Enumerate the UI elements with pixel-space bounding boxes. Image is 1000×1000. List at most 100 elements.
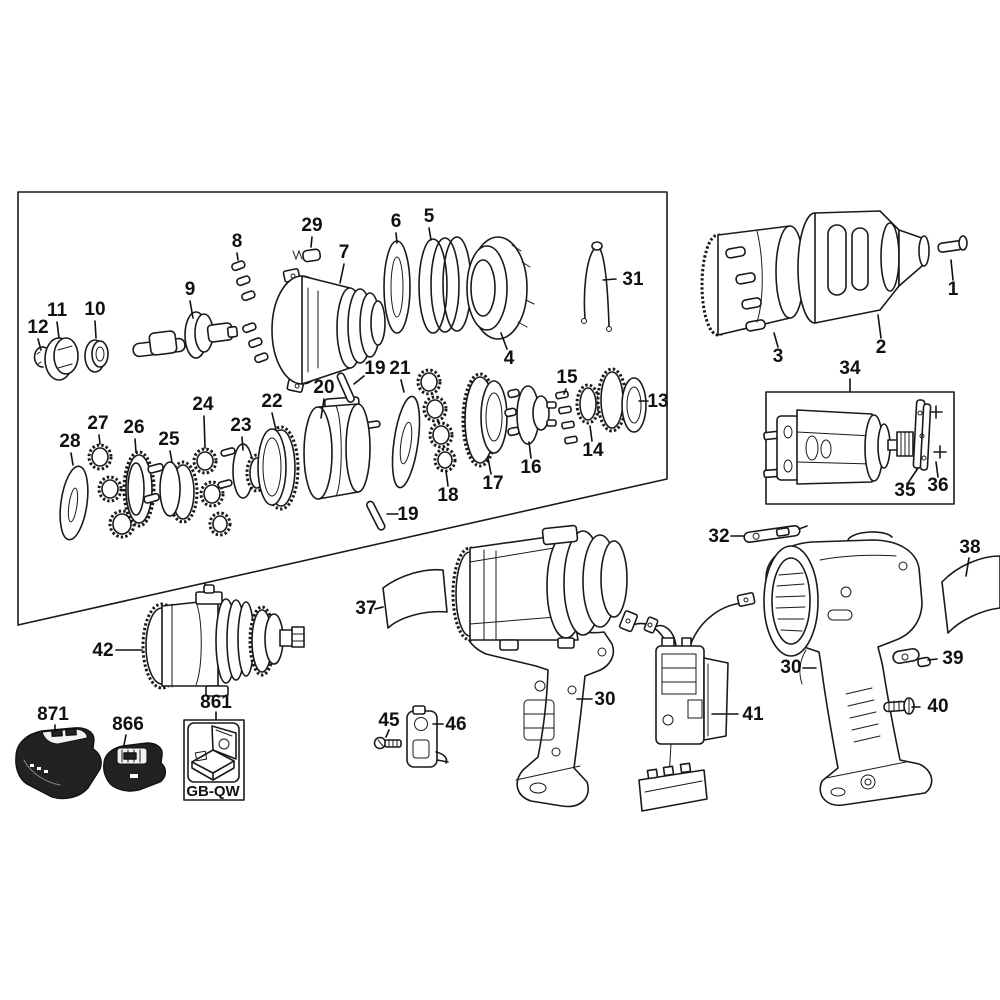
callouts: 12 11 10 9 8 29 7 6 5 4 31 28 27 26 25 2… [27,206,980,800]
callout-2-text: 2 [876,337,887,358]
part-861-charger-box [183,719,245,801]
callout-19-upper: 19 [353,358,386,385]
callout-22: 22 [261,391,283,431]
callout-27-text: 27 [87,413,108,434]
part-35-brush-plate [912,399,932,471]
callout-16: 16 [520,441,542,478]
callout-24-text: 24 [192,394,214,415]
callout-26: 26 [123,417,145,453]
callout-36: 36 [927,461,949,496]
callout-25-text: 25 [158,429,180,450]
part-25-carrier [143,460,199,524]
callout-41-text: 41 [742,704,764,725]
part-36-motor-screws [929,405,947,459]
callout-28-text: 28 [59,431,80,452]
part-1-chuck-screw [937,235,968,253]
callout-20-text: 20 [313,377,334,398]
left-housing-half [463,611,615,808]
callout-31-text: 31 [622,269,644,290]
part-40-screw [883,697,915,715]
part-2-chuck-body [797,210,930,324]
callout-861: 861 [200,692,232,720]
callout-5: 5 [424,206,435,241]
callout-19-upper-text: 19 [364,358,385,379]
part-14-gear [575,383,601,425]
callout-39: 39 [927,648,964,669]
callout-4: 4 [500,332,515,369]
part-16-carrier [504,385,557,445]
callout-39-text: 39 [942,648,963,669]
callout-18-text: 18 [437,485,458,506]
callout-14: 14 [582,425,604,461]
part-42-gearbox-assembly [141,584,305,697]
callout-40-text: 40 [927,696,948,717]
callout-15: 15 [556,367,578,395]
callout-16-text: 16 [520,457,541,478]
callout-29-text: 29 [301,215,322,236]
part-46-bracket [406,705,449,768]
callout-861-text: 861 [200,692,232,713]
part-32-lever [743,524,808,544]
part-45-screw [373,736,402,750]
callout-15-text: 15 [556,367,578,388]
callout-871: 871 [37,704,69,732]
callout-30-left: 30 [576,689,616,710]
callout-871-text: 871 [37,704,69,725]
callout-3-text: 3 [773,346,784,367]
callout-9: 9 [185,279,196,319]
callout-28: 28 [59,431,81,466]
callout-46: 46 [432,714,467,735]
part-41-switch-assembly [618,592,756,812]
part-21-plate [391,395,421,489]
callout-20: 20 [313,377,335,419]
callout-24: 24 [192,394,214,449]
callout-19-lower: 19 [386,504,419,525]
part-19-pin-lower [366,500,386,531]
part-4-collar-nut [466,236,535,340]
callout-21: 21 [389,358,411,393]
callout-10-text: 10 [84,299,105,320]
part-27-planet-gears [87,443,136,539]
part-12-clip [33,346,47,368]
part-37-label-sheet [382,568,448,629]
part-3-chuck-sleeve [700,225,805,337]
motor-assembly [763,409,914,485]
part-26-ring-gear [122,450,156,528]
part-5-spring [418,236,472,334]
callout-45-text: 45 [378,710,400,731]
part-866-battery-pack [103,742,167,792]
callout-41: 41 [711,704,764,725]
callout-42-text: 42 [92,640,113,661]
callout-866: 866 [112,714,144,746]
callout-19-lower-text: 19 [397,504,418,525]
callout-31: 31 [602,269,644,290]
part-34-motor-box [763,391,955,505]
part-8-pins [231,260,269,364]
callout-7-text: 7 [339,242,350,263]
part-6-washer [383,240,411,334]
part-39-button [892,647,931,668]
callout-34: 34 [839,358,861,392]
callout-32-text: 32 [708,526,729,547]
callout-1: 1 [948,259,959,300]
callout-10: 10 [84,299,106,339]
callout-17-text: 17 [482,473,503,494]
callout-23: 23 [230,415,252,451]
callout-34-text: 34 [839,358,861,379]
callout-1-text: 1 [948,279,959,300]
callout-13: 13 [638,391,669,412]
callout-6-text: 6 [391,211,402,232]
callout-40: 40 [911,696,949,717]
part-10-ring [84,339,109,373]
callout-38: 38 [959,537,981,577]
callout-2: 2 [876,314,887,358]
callout-11: 11 [47,300,67,339]
callout-35: 35 [894,467,919,501]
callout-9-text: 9 [185,279,196,300]
callout-6: 6 [391,211,402,244]
part-31-spring-clip [581,241,612,332]
part-22-ring-gear [257,425,300,511]
callout-17: 17 [482,457,504,494]
